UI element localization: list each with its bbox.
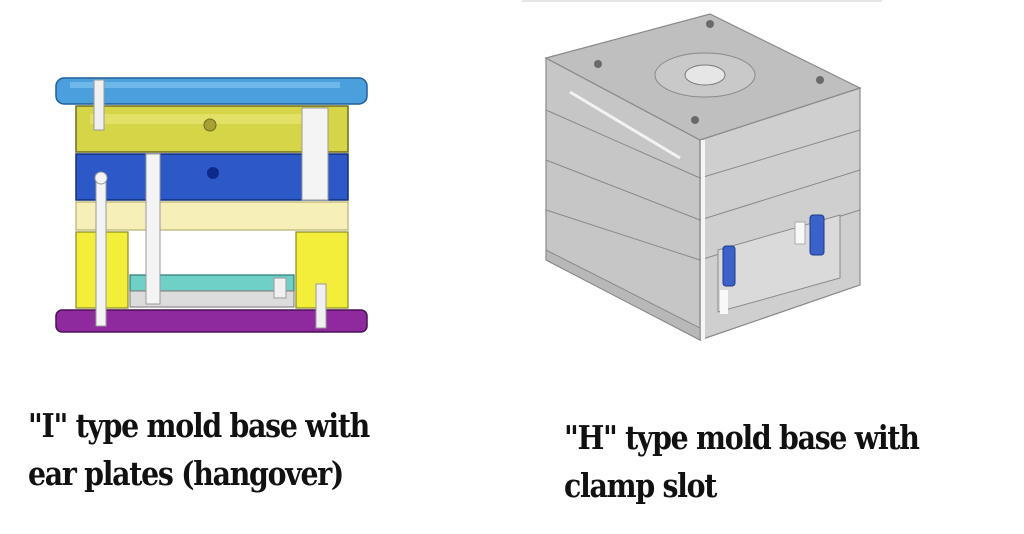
h-type-caption-line-1: "H" type mold base with [564, 418, 920, 457]
top-divider-line [522, 0, 882, 2]
i-type-caption: "I" type mold base with ear plates (hang… [28, 402, 370, 498]
i-type-mold-base-diagram [50, 70, 375, 340]
h-type-mold-base-diagram [540, 10, 870, 345]
h-type-caption-line-2: clamp slot [564, 466, 717, 505]
i-type-caption-line-2: ear plates (hangover) [28, 454, 344, 493]
i-type-mold-illustration [55, 77, 368, 333]
i-type-caption-line-1: "I" type mold base with [28, 406, 370, 445]
h-type-mold-illustration [544, 13, 862, 341]
h-type-caption: "H" type mold base with clamp slot [564, 414, 920, 510]
